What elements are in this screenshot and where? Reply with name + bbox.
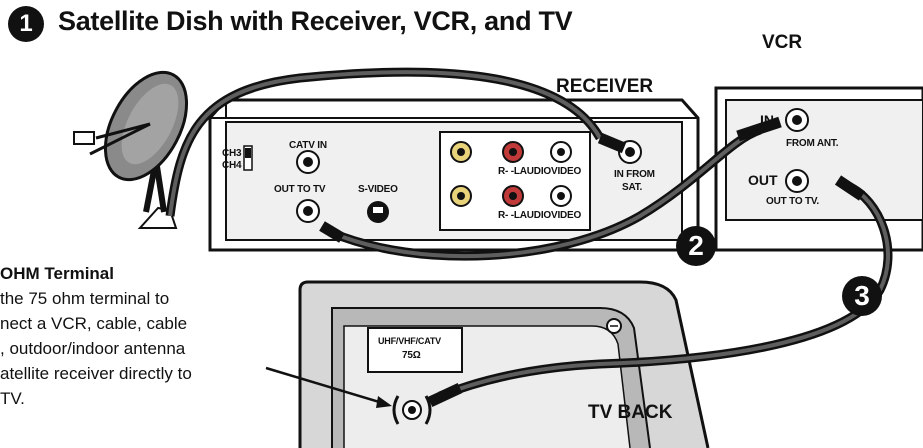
tv-back-label: TV BACK <box>588 402 673 423</box>
vcr-unit <box>714 86 923 252</box>
audio-jack-white-bottom <box>550 185 572 207</box>
note-line-2: nect a VCR, cable, cable <box>0 314 188 333</box>
vcr-out-label: OUT <box>748 172 778 188</box>
vcr-in-label: IN <box>760 112 774 128</box>
vcr-out-to-tv-label: OUT TO TV. <box>766 196 820 207</box>
s-video-label: S-VIDEO <box>358 184 398 195</box>
audio-video-label-top: R- -LAUDIOVIDEO <box>498 166 582 177</box>
ch4-label: CH4 <box>222 160 242 171</box>
step-2-badge: 2 <box>676 226 716 266</box>
tv-terminal-label-line1: UHF/VHF/CATV <box>378 336 441 346</box>
step-3-badge: 3 <box>842 276 882 316</box>
ch3-label: CH3 <box>222 148 242 159</box>
sat-label: SAT. <box>622 182 643 193</box>
receiver-title: RECEIVER <box>556 76 654 97</box>
note-line-3: , outdoor/indoor antenna <box>0 339 186 358</box>
vcr-from-ant-label: FROM ANT. <box>786 138 839 149</box>
receiver-out-to-tv-jack <box>296 199 320 223</box>
video-jack-yellow-bottom <box>450 185 472 207</box>
step-1-badge: 1 <box>8 6 44 42</box>
diagram-title: Satellite Dish with Receiver, VCR, and T… <box>58 6 573 36</box>
receiver-out-to-tv-label: OUT TO TV <box>274 184 326 195</box>
catv-in-jack <box>296 150 320 174</box>
video-jack-yellow-top <box>450 141 472 163</box>
note-line-4: atellite receiver directly to <box>0 364 192 383</box>
audio-video-label-bottom: R- -LAUDIOVIDEO <box>498 210 582 221</box>
catv-in-label: CATV IN <box>289 140 327 151</box>
in-from-sat-jack <box>618 140 642 164</box>
cable-connector-sat <box>597 132 627 154</box>
audio-jack-red-top <box>502 141 524 163</box>
tv-terminal-label-line2: 75Ω <box>402 350 421 361</box>
note-line-1: the 75 ohm terminal to <box>0 289 170 308</box>
vcr-in-jack <box>785 108 809 132</box>
audio-jack-red-bottom <box>502 185 524 207</box>
vcr-out-jack <box>785 169 809 193</box>
audio-jack-white-top <box>550 141 572 163</box>
terminal-callout-arrow <box>265 366 387 406</box>
satellite-dish <box>73 70 189 229</box>
note-line-5: TV. <box>0 389 25 408</box>
s-video-jack <box>367 201 389 223</box>
in-from-label: IN FROM <box>614 169 655 180</box>
tv-antenna-terminal <box>392 395 432 425</box>
note-title: OHM Terminal <box>0 264 114 283</box>
vcr-title: VCR <box>762 32 803 53</box>
